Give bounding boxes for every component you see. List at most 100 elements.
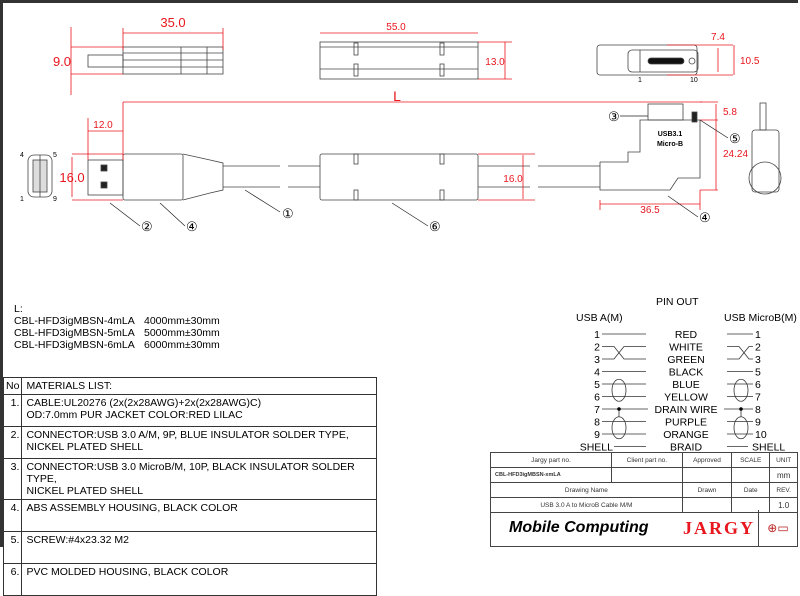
wire-color-label: ORANGE bbox=[663, 429, 709, 441]
drain-junction-dot bbox=[739, 407, 743, 411]
dim-35: 35.0 bbox=[160, 15, 185, 30]
tb-scale bbox=[731, 467, 771, 483]
shield-ellipse bbox=[611, 416, 627, 440]
wire-color-label: WHITE bbox=[669, 342, 703, 354]
pinout-title: PIN OUT bbox=[656, 296, 699, 308]
wire-color-label: GREEN bbox=[667, 354, 704, 366]
tb-rev: 1.0 bbox=[769, 497, 798, 513]
molded-housing bbox=[319, 153, 600, 201]
mobile-computing-logo: Mobile Computing bbox=[509, 519, 649, 536]
wire-color-label: BLUE bbox=[672, 379, 699, 391]
shield-ellipse bbox=[733, 378, 749, 402]
face-pin-4: 4 bbox=[20, 152, 24, 159]
length-part: CBL-HFD3igMBSN-4mLA bbox=[14, 315, 135, 327]
length-value: 5000mm±30mm bbox=[144, 327, 220, 339]
pin-left-number: 6 bbox=[594, 392, 600, 404]
material-line: PVC MOLDED HOUSING, BLACK COLOR bbox=[26, 566, 229, 578]
leader-lines bbox=[109, 115, 729, 227]
pin-left-number: 2 bbox=[594, 342, 600, 354]
jargy-logo: JARGY bbox=[683, 518, 755, 538]
pin-right-number: 9 bbox=[755, 417, 761, 429]
pin-right-number: 8 bbox=[755, 404, 761, 416]
tb-header: Approved bbox=[681, 452, 733, 468]
dimension-lines bbox=[70, 27, 735, 210]
micro-housing-label-1: USB3.1 bbox=[658, 131, 683, 138]
material-line: NICKEL PLATED SHELL bbox=[26, 441, 144, 453]
material-desc: SCREW:#4x23.32 M2 bbox=[21, 531, 377, 564]
pin-right-number: 7 bbox=[755, 392, 761, 404]
dim-16-molded: 16.0 bbox=[503, 174, 523, 185]
pin-right-number: 2 bbox=[755, 342, 761, 354]
twisted-pair-wire bbox=[602, 346, 646, 360]
material-row: 3.CONNECTOR:USB 3.0 MicroB/M, 10P, BLACK… bbox=[2, 458, 377, 500]
micro-b-connector bbox=[599, 102, 782, 195]
material-desc: CABLE:UL20276 (2x(2x28AWG)+2x(2x28AWG)C)… bbox=[21, 394, 377, 427]
pin-right-number: 10 bbox=[755, 429, 767, 441]
dim-24-24: 24.24 bbox=[723, 149, 748, 160]
length-row: CBL-HFD3igMBSN-5mLA 5000mm±30mm bbox=[14, 327, 220, 339]
material-line: OD:7.0mm PUR JACKET COLOR:RED LILAC bbox=[26, 409, 243, 421]
tb-header: SCALE bbox=[731, 452, 771, 468]
micro-pin-10-label: 10 bbox=[690, 77, 698, 84]
length-part: CBL-HFD3igMBSN-5mLA bbox=[14, 327, 135, 339]
dim-10-5: 10.5 bbox=[740, 56, 760, 67]
materials-no-header: No bbox=[2, 377, 23, 395]
tb-header: Date bbox=[731, 482, 771, 498]
pinout-left-header: USB A(M) bbox=[576, 312, 623, 324]
material-line: NICKEL PLATED SHELL bbox=[26, 485, 144, 497]
pin-right-number: 3 bbox=[755, 354, 761, 366]
face-pin-9: 9 bbox=[53, 196, 57, 203]
usb-a-plug bbox=[87, 153, 320, 201]
pin-right-number: 6 bbox=[755, 379, 761, 391]
material-no: 5. bbox=[2, 531, 23, 564]
callout-3: ③ bbox=[608, 109, 620, 124]
pin-left-number: 9 bbox=[594, 429, 600, 441]
tb-header: REV. bbox=[769, 482, 798, 498]
tb-client-part bbox=[610, 467, 683, 483]
callout-5: ⑤ bbox=[729, 131, 741, 146]
material-row: 1.CABLE:UL20276 (2x(2x28AWG)+2x(2x28AWG)… bbox=[2, 394, 377, 427]
pin-right-number: 1 bbox=[755, 329, 761, 341]
drawing-frame bbox=[0, 0, 798, 547]
tb-header: Drawing Name bbox=[490, 482, 683, 498]
pin-right-number: 5 bbox=[755, 367, 761, 379]
callout-4a: ④ bbox=[186, 219, 198, 234]
drain-junction-dot bbox=[617, 407, 621, 411]
pin-left-number: 5 bbox=[594, 379, 600, 391]
pin-left-number: 3 bbox=[594, 354, 600, 366]
material-row: 6.PVC MOLDED HOUSING, BLACK COLOR bbox=[2, 563, 377, 596]
dim-5-8: 5.8 bbox=[723, 107, 737, 118]
tb-drawn bbox=[681, 497, 733, 513]
tb-header: Client part no. bbox=[610, 452, 683, 468]
callout-2: ② bbox=[141, 219, 153, 234]
length-value: 4000mm±30mm bbox=[144, 315, 220, 327]
twisted-pair-wire bbox=[727, 346, 753, 360]
projection-symbol-icon: ⊕▭ bbox=[758, 510, 797, 546]
tb-approved bbox=[681, 467, 733, 483]
dim-12: 12.0 bbox=[93, 120, 113, 131]
dim-13: 13.0 bbox=[485, 57, 505, 68]
dim-7-4: 7.4 bbox=[711, 32, 725, 43]
material-line: CONNECTOR:USB 3.0 MicroB/M, 10P, BLACK I… bbox=[26, 461, 355, 485]
pin-left-number: 1 bbox=[594, 329, 600, 341]
material-row: 2.CONNECTOR:USB 3.0 A/M, 9P, BLUE INSULA… bbox=[2, 426, 377, 459]
molded-housing-top-view bbox=[319, 41, 479, 80]
dim-16-usb-a: 16.0 bbox=[59, 170, 84, 185]
tb-date bbox=[731, 497, 771, 513]
pin-left-number: 8 bbox=[594, 417, 600, 429]
wire-color-label: DRAIN WIRE bbox=[655, 404, 718, 416]
material-line: CONNECTOR:USB 3.0 A/M, 9P, BLUE INSULATO… bbox=[26, 429, 349, 441]
pin-right-number: SHELL bbox=[752, 442, 785, 454]
callout-4b: ④ bbox=[699, 210, 711, 225]
micro-b-end-view bbox=[596, 44, 699, 76]
tb-drawing-name: USB 3.0 A to MicroB Cable M/M bbox=[490, 497, 683, 513]
material-line: ABS ASSEMBLY HOUSING, BLACK COLOR bbox=[26, 502, 238, 514]
cable-drawing: 35.0 9.0 55.0 13.0 7.4 10.5 1 10 L 12.0 … bbox=[20, 15, 785, 454]
pinout-right-header: USB MicroB(M) bbox=[724, 312, 797, 324]
materials-title: MATERIALS LIST: bbox=[21, 377, 377, 395]
pin-left-number: SHELL bbox=[580, 442, 613, 454]
material-no: 4. bbox=[2, 499, 23, 532]
material-no: 6. bbox=[2, 563, 23, 596]
